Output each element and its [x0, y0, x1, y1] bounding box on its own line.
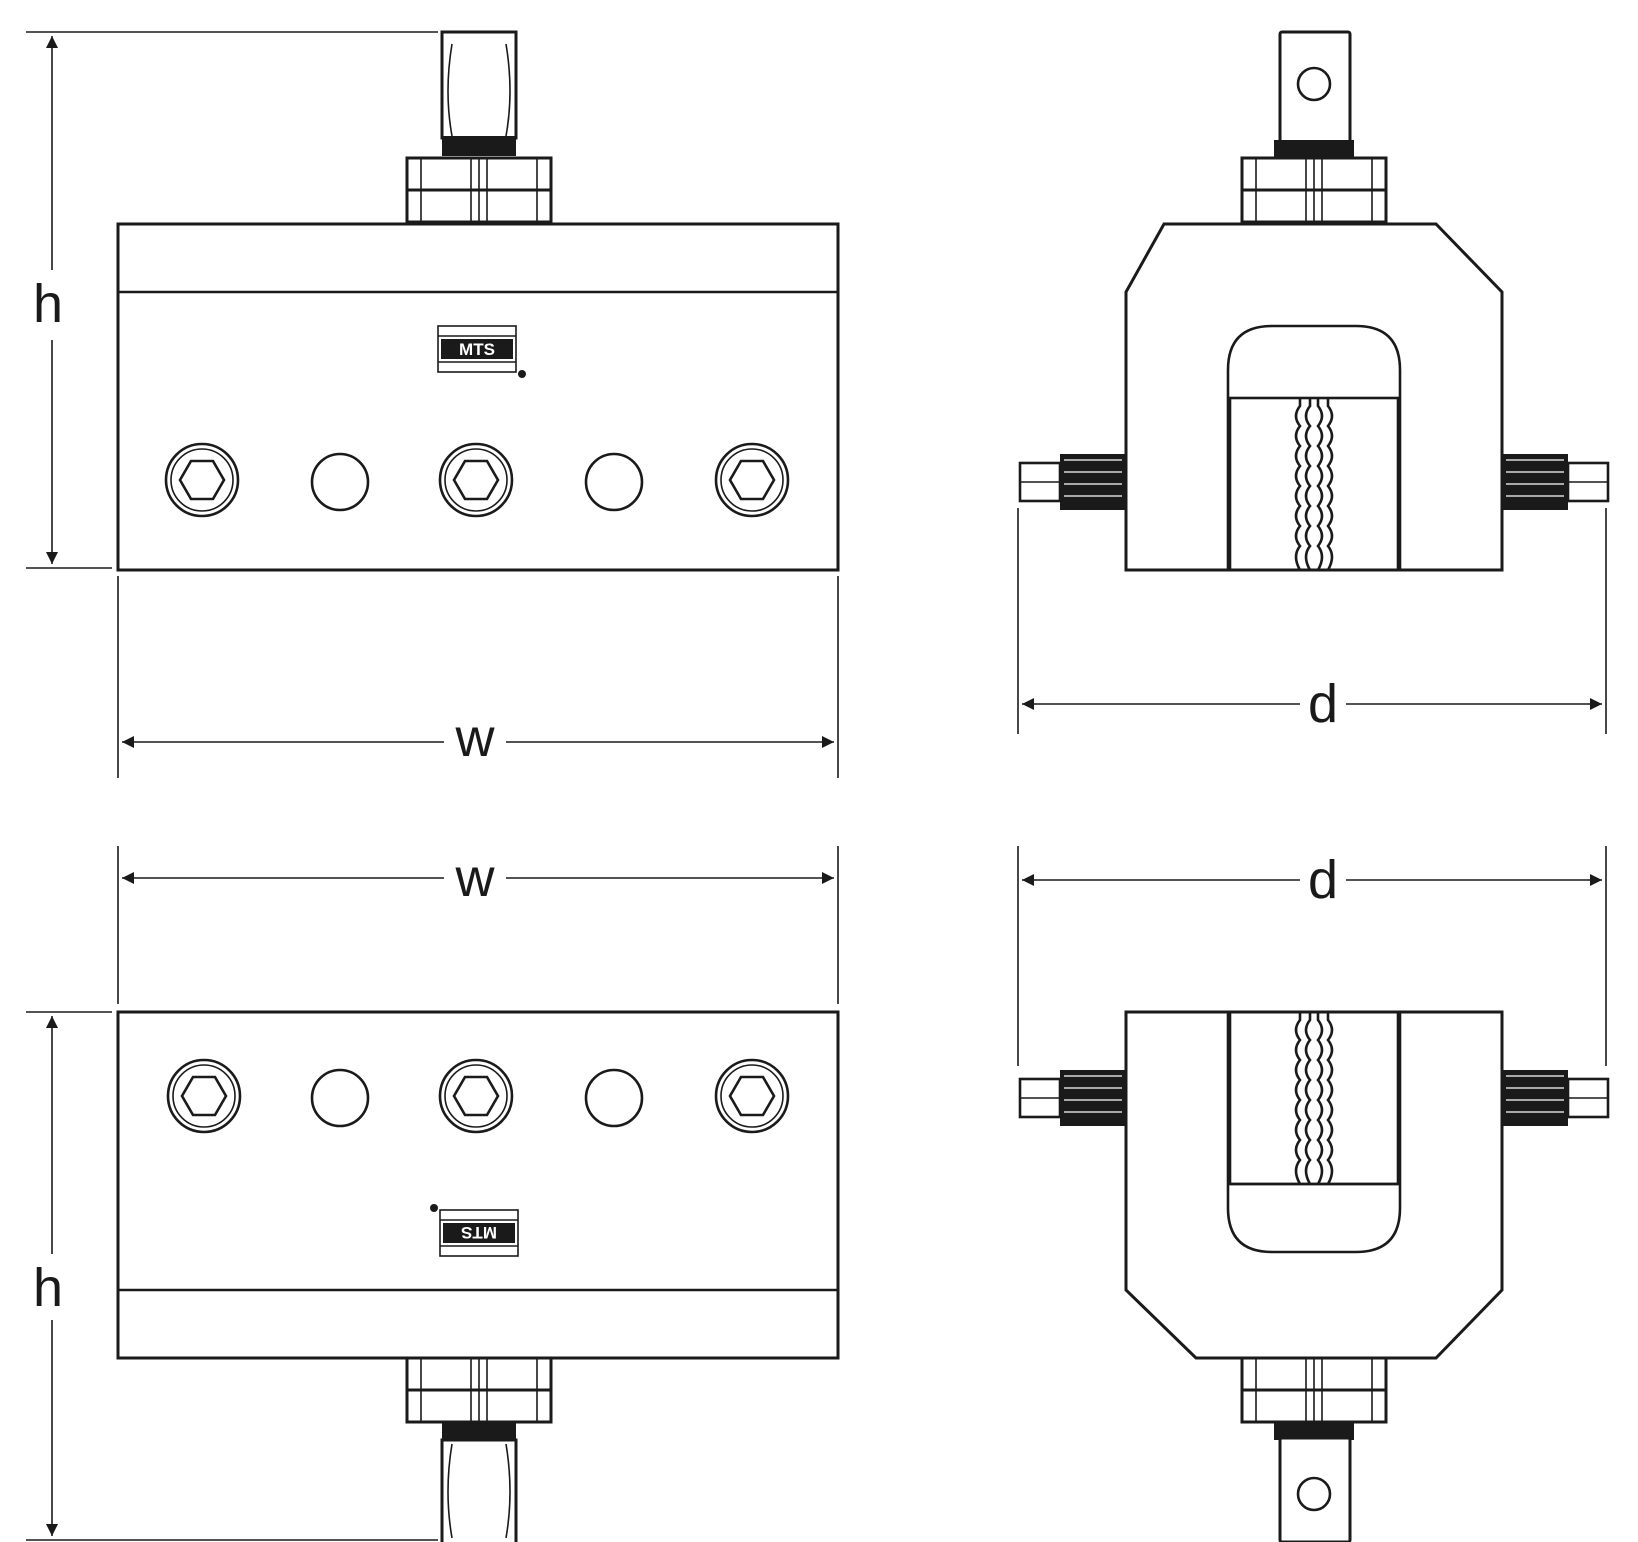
- lower-grip-front-view: w MTS h: [26, 846, 840, 1542]
- height-label: h: [33, 1258, 63, 1318]
- mts-logo: MTS: [437, 325, 526, 378]
- lower-grip-side-view: d: [1017, 846, 1610, 1542]
- depth-label: d: [1308, 674, 1338, 734]
- width-label: w: [455, 708, 496, 768]
- mts-logo: MTS: [430, 1204, 519, 1257]
- width-label: w: [455, 848, 496, 908]
- svg-text:MTS: MTS: [459, 340, 495, 359]
- upper-grip-front-view: MTS h w: [26, 30, 840, 778]
- height-label: h: [33, 274, 63, 334]
- svg-text:MTS: MTS: [461, 1223, 497, 1242]
- upper-grip-side-view: d: [1017, 30, 1610, 734]
- depth-label: d: [1308, 850, 1338, 910]
